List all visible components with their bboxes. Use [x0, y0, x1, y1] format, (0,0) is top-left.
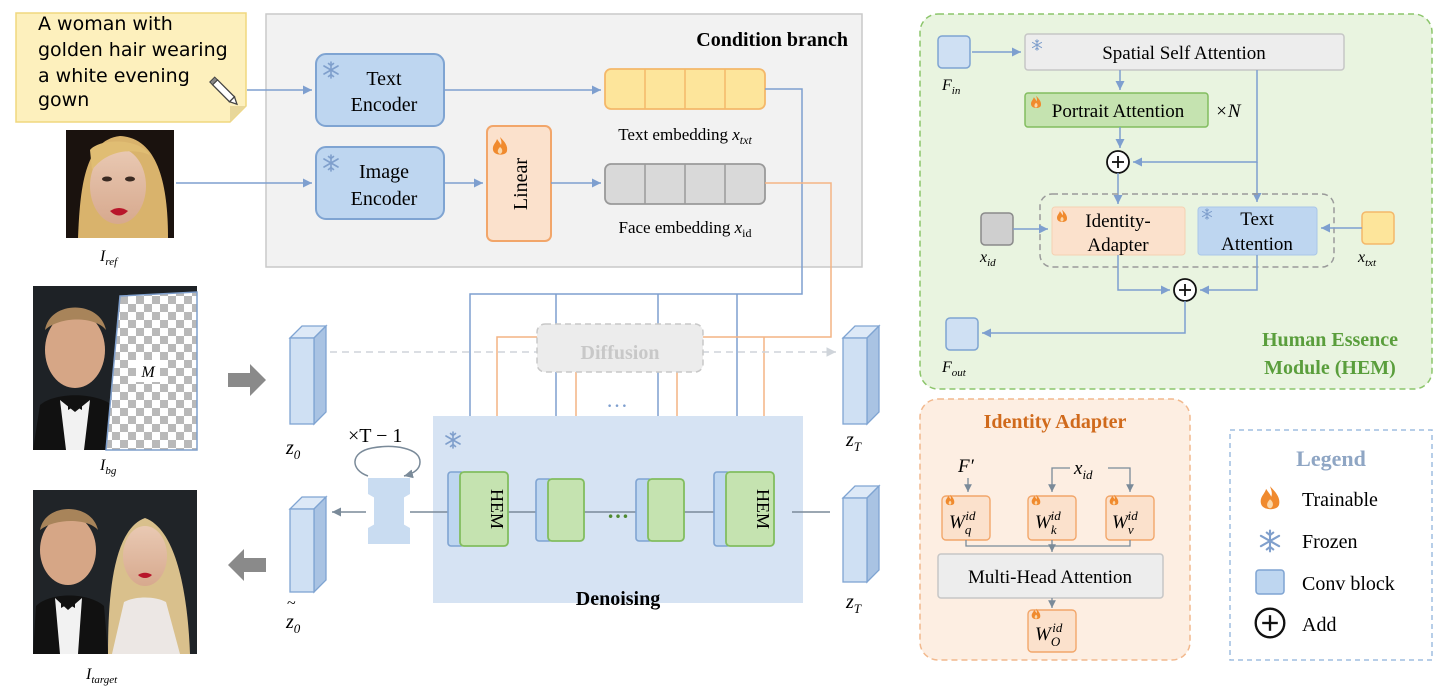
text-encoder-label-1: Text	[366, 68, 402, 90]
tilde-mark: ~	[287, 595, 296, 612]
zT-top-label: zT	[845, 429, 862, 454]
text-embedding-label: Text embedding xtxt	[618, 125, 752, 147]
ia-x-id-label: xid	[1073, 458, 1093, 482]
wq-block: Wqid	[941, 494, 991, 541]
latent-zT-bottom	[841, 484, 881, 584]
ellipsis-vertical-gap: …	[606, 387, 628, 412]
image-encoder-label-1: Image	[359, 161, 409, 183]
loop-count-label: ×T − 1	[348, 425, 402, 447]
text-attention-label-2: Attention	[1221, 234, 1293, 255]
legend-title: Legend	[1296, 446, 1366, 471]
identity-adapter-label-1: Identity-	[1085, 211, 1150, 232]
prompt-line-4: gown	[38, 89, 89, 111]
hem-block-3	[635, 478, 685, 542]
add-icon	[1254, 607, 1286, 639]
target-image: Itarget	[33, 490, 197, 686]
condition-branch-panel: Condition branch Text Encoder Image Enco…	[265, 13, 863, 268]
output-arrow-icon	[228, 549, 266, 581]
f-in-block	[937, 35, 971, 69]
hem-block-2	[535, 478, 585, 542]
image-encoder-block: Image Encoder	[315, 146, 445, 220]
wo-block: WOid	[1027, 608, 1077, 653]
f-prime-label: F′	[957, 456, 975, 477]
target-image-label: Itarget	[85, 666, 118, 686]
text-attention-label-1: Text	[1240, 209, 1274, 230]
z0-label: z0	[285, 437, 301, 462]
legend-panel: Legend Trainable Frozen Conv block Add	[1229, 429, 1433, 661]
identity-adapter-title: Identity Adapter	[984, 411, 1127, 433]
zT-bottom-label: zT	[845, 591, 862, 616]
background-image: M Ibg	[33, 286, 198, 477]
hem-block-4: HEM	[713, 471, 775, 547]
legend-trainable: Trainable	[1302, 489, 1378, 511]
legend-frozen: Frozen	[1302, 531, 1358, 553]
diffusion-box	[536, 323, 704, 373]
hem-label-4: HEM	[753, 489, 773, 529]
multi-head-attention-block	[937, 553, 1164, 599]
reference-face-image: Iref	[66, 130, 174, 268]
linear-block: Linear	[486, 125, 552, 242]
identity-adapter-label-2: Adapter	[1087, 235, 1149, 256]
prompt-line-3: a white evening	[38, 65, 190, 87]
wv-block: Wvid	[1105, 494, 1155, 541]
hem-module-panel: Human Essence Module (HEM) Fin Spatial S…	[919, 13, 1433, 390]
mask-label: M	[140, 364, 156, 381]
repeat-n-label: ×N	[1215, 101, 1242, 122]
prompt-line-2: golden hair wearing	[38, 39, 228, 61]
spatial-self-attention-block: Spatial Self Attention	[1024, 33, 1345, 71]
linear-label: Linear	[510, 158, 532, 211]
hem-ellipsis: …	[607, 498, 629, 523]
f-in-label: Fin	[941, 77, 961, 97]
x-id-label: xid	[979, 249, 996, 269]
loop-unet-icon	[354, 445, 421, 544]
diffusion-label: Diffusion	[581, 342, 660, 364]
latent-z0-tilde	[288, 495, 328, 594]
text-encoder-block: Text Encoder	[315, 53, 445, 127]
input-arrow-icon	[228, 364, 266, 396]
wk-label: Wkid	[1035, 508, 1061, 537]
x-txt-label: xtxt	[1357, 249, 1377, 269]
condition-branch-title: Condition branch	[696, 29, 848, 51]
hem-title-2: Module (HEM)	[1264, 357, 1396, 379]
face-embedding-token	[604, 163, 766, 205]
x-id-token	[980, 212, 1014, 246]
z0-tilde-label: z0	[285, 611, 301, 636]
portrait-attention-label: Portrait Attention	[1052, 101, 1185, 122]
wo-label: WOid	[1035, 620, 1063, 649]
image-encoder-label-2: Encoder	[351, 188, 418, 210]
text-prompt-note: A woman with golden hair wearing a white…	[15, 12, 247, 123]
wv-label: Wvid	[1112, 508, 1138, 537]
identity-adapter-panel: Identity Adapter F′ xid Wqid Wkid Wvid M…	[919, 398, 1191, 661]
hem-label-1: HEM	[487, 489, 507, 529]
latent-z0	[288, 324, 328, 426]
legend-add: Add	[1302, 614, 1336, 636]
add-icon	[1173, 278, 1197, 302]
prompt-line-1: A woman with	[38, 13, 173, 35]
denoising-label: Denoising	[576, 588, 660, 610]
hem-title-1: Human Essence	[1262, 329, 1398, 351]
wk-block: Wkid	[1027, 494, 1077, 541]
text-attention-block: Text Attention	[1197, 206, 1318, 256]
latent-zT-top	[841, 324, 881, 426]
x-txt-token	[1361, 211, 1395, 245]
text-encoder-label-2: Encoder	[351, 94, 418, 116]
add-icon	[1106, 150, 1130, 174]
spatial-self-attention-label: Spatial Self Attention	[1102, 43, 1266, 64]
portrait-attention-block: Portrait Attention	[1024, 92, 1209, 128]
wq-label: Wqid	[949, 508, 976, 537]
pencil-icon	[209, 76, 238, 106]
hem-block-1: HEM	[447, 471, 509, 547]
text-embedding-token	[604, 68, 766, 110]
legend-conv-block: Conv block	[1302, 573, 1395, 595]
conv-block-swatch	[1255, 569, 1285, 595]
bg-image-label: Ibg	[99, 457, 117, 477]
face-embedding-label: Face embedding xid	[618, 218, 751, 240]
f-out-label: Fout	[941, 359, 967, 379]
mha-label: Multi-Head Attention	[968, 567, 1133, 588]
identity-adapter-block: Identity- Adapter	[1051, 206, 1186, 256]
ref-image-label: Iref	[99, 248, 119, 268]
f-out-block	[945, 317, 979, 351]
